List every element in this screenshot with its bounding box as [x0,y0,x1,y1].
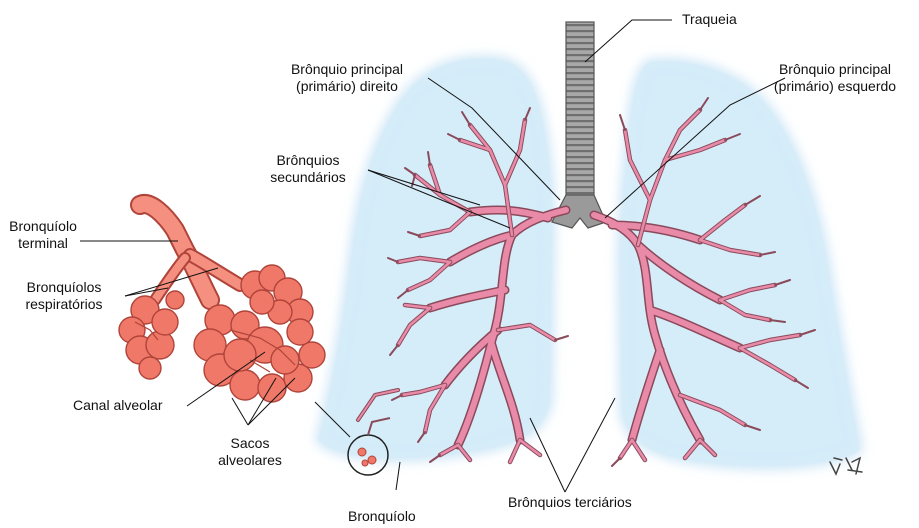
respiratory-bronchioles-line-2: respiratórios [4,296,124,313]
secondary-bronchi-line-2: secundários [258,169,358,186]
secondary-bronchi-line-1: Brônquios [258,152,358,169]
trachea [552,22,606,228]
right-main-bronchus-line-1: Brônquio principal [262,61,432,78]
right-main-bronchus-line-2: (primário) direito [262,78,432,95]
terminal-bronchiole-line-2: terminal [2,235,84,252]
secondary-bronchi-label: Brônquios secundários [258,152,358,186]
alveoli-inset [119,204,325,402]
trachea-label: Traqueia [682,11,737,28]
left-main-bronchus-line-1: Brônquio principal [755,61,915,78]
left-main-bronchus-label: Brônquio principal (primário) esquerdo [755,61,915,95]
left-main-bronchus-line-2: (primário) esquerdo [755,78,915,95]
respiratory-bronchioles-line-1: Bronquíolos [4,279,124,296]
terminal-bronchiole-line-1: Bronquíolo [2,218,84,235]
right-main-bronchus-label: Brônquio principal (primário) direito [262,61,432,95]
alveolar-sacs-line-1: Sacos [200,435,300,452]
tertiary-bronchi-label: Brônquios terciários [508,494,632,511]
bronchiole-label: Bronquíolo [348,508,416,525]
terminal-bronchiole-label: Bronquíolo terminal [2,218,84,252]
alveolar-duct-label: Canal alveolar [73,397,163,414]
respiratory-bronchioles-label: Bronquíolos respiratórios [4,279,124,313]
alveolar-sacs-line-2: alveolares [200,452,300,469]
alveolar-sacs-label: Sacos alveolares [200,435,300,469]
